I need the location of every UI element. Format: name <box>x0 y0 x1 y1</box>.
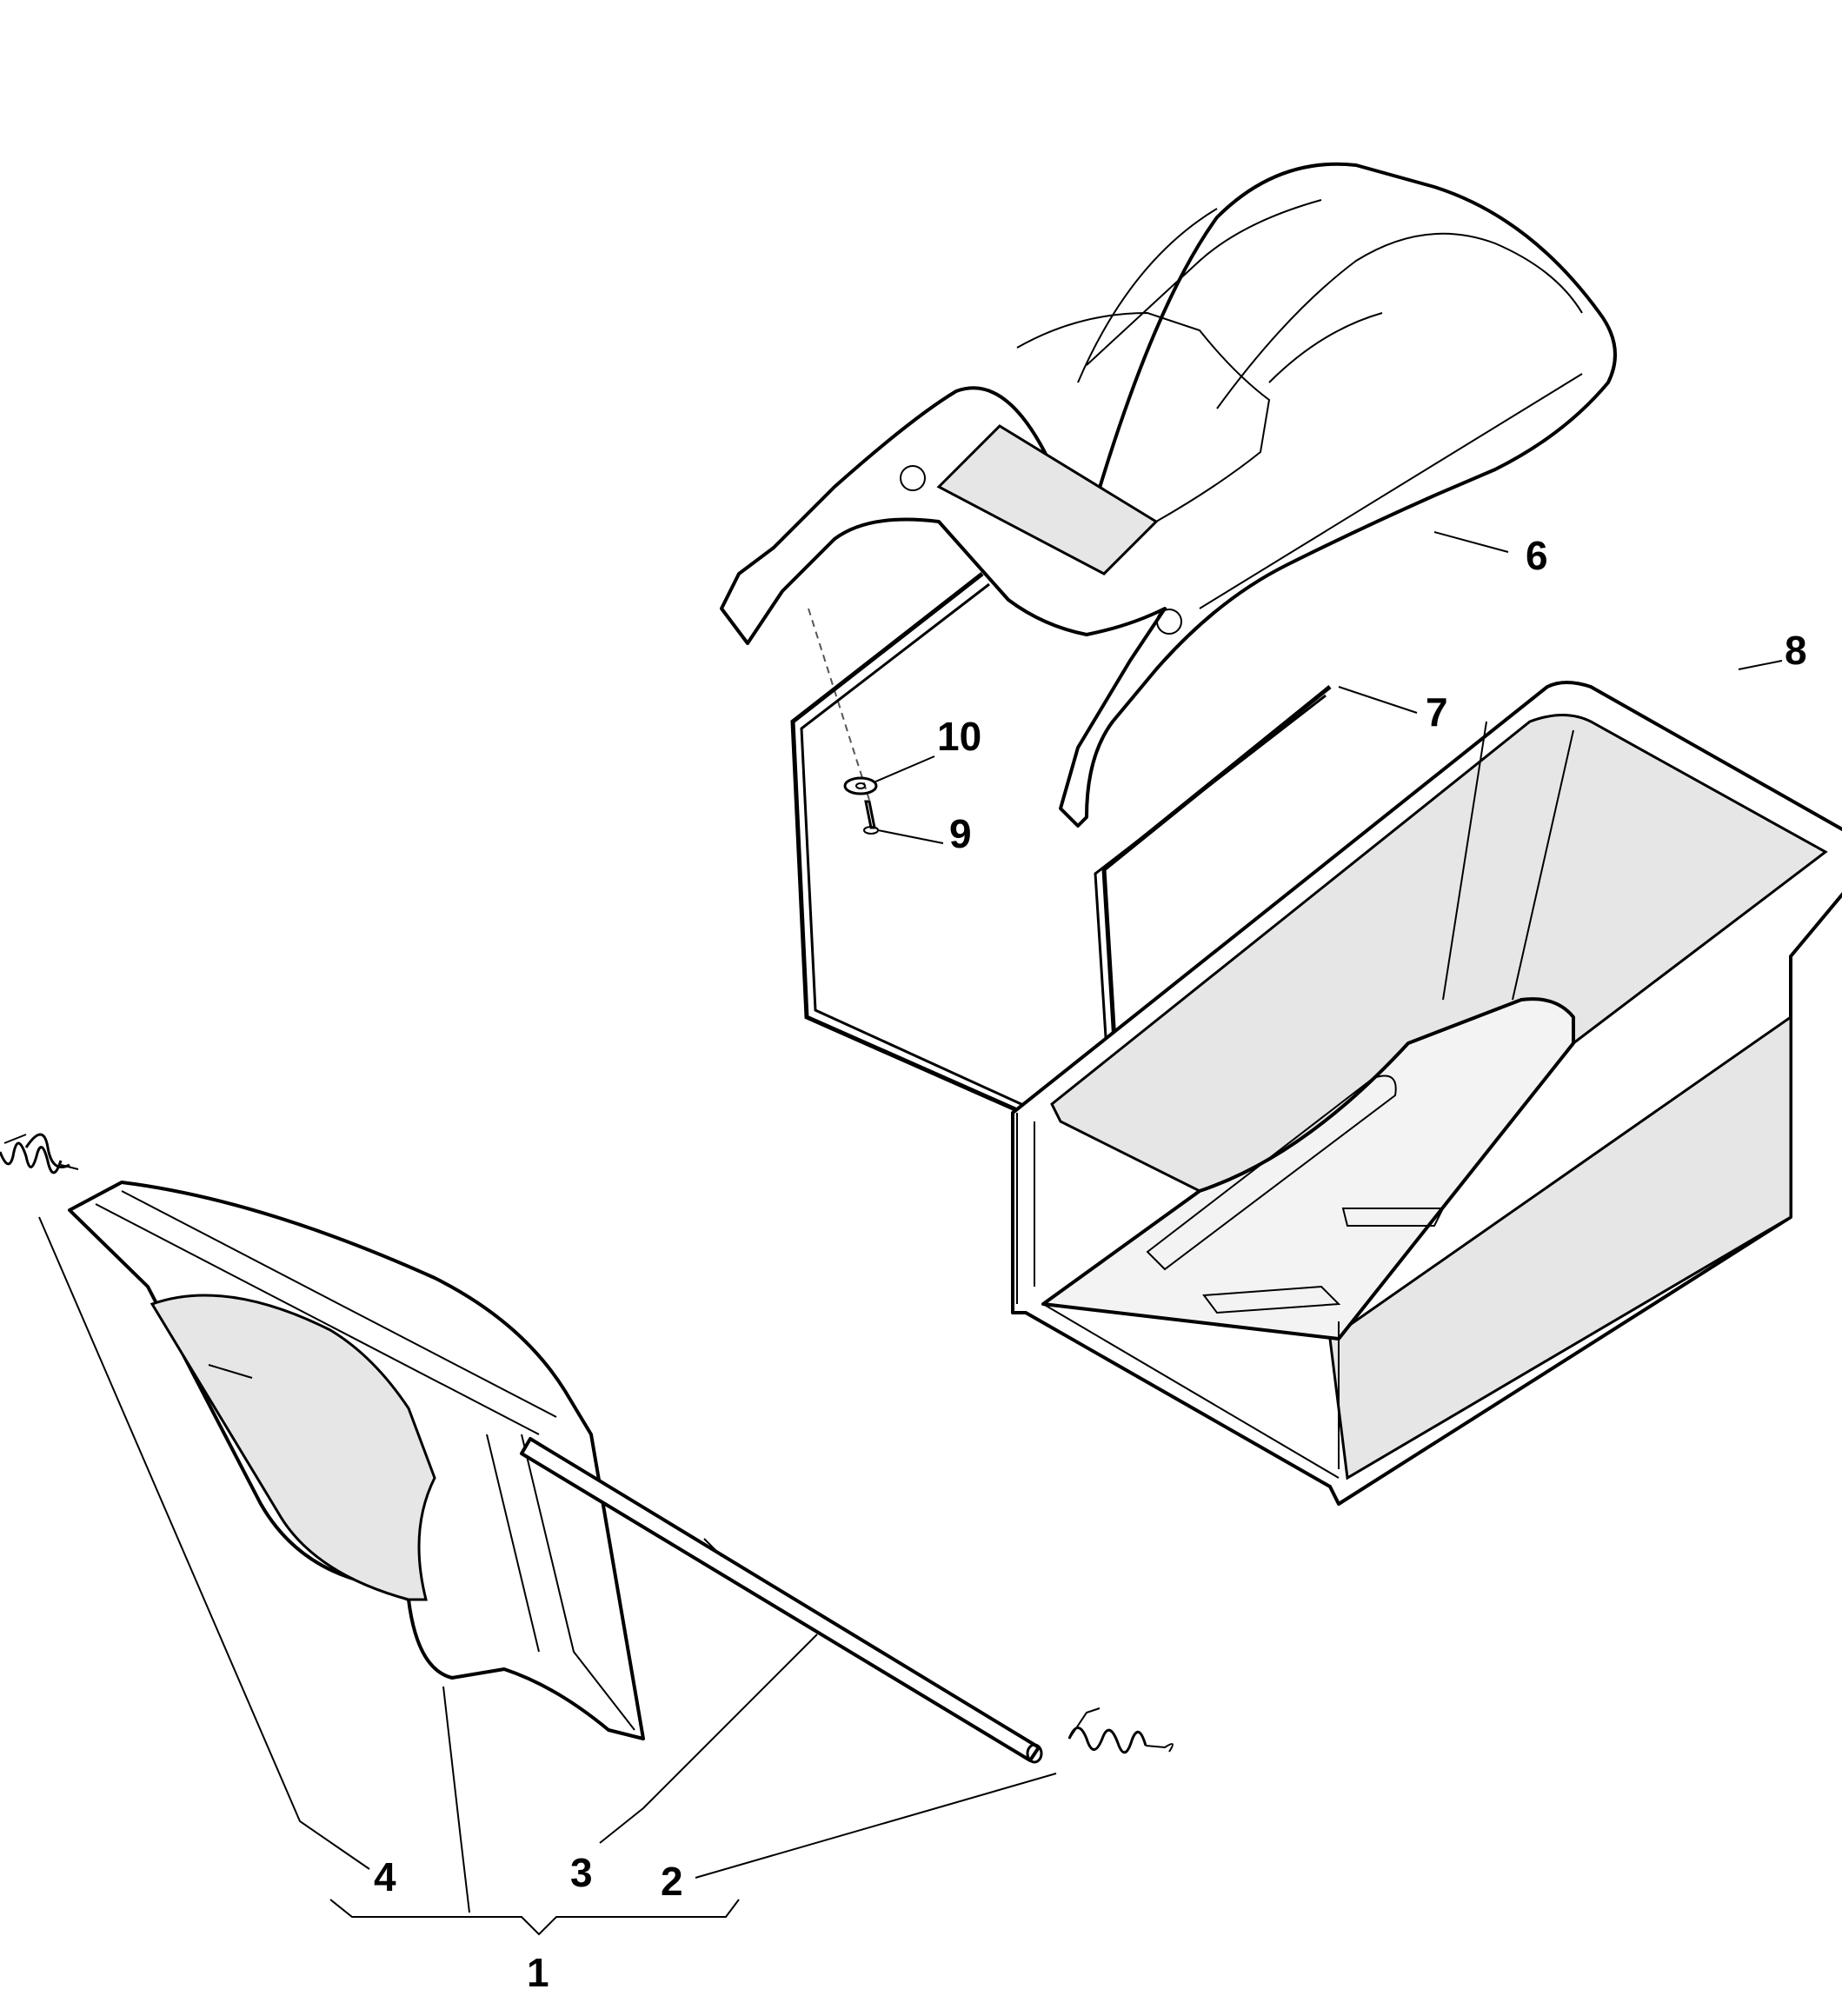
callout-4: 4 <box>374 1854 396 1900</box>
callout-2: 2 <box>661 1859 683 1904</box>
callout-10: 10 <box>937 714 981 759</box>
callout-8: 8 <box>1785 628 1807 673</box>
leader-lines <box>38 531 1783 1936</box>
rod-part-3 <box>520 1437 1043 1764</box>
screw-part-9 <box>863 800 879 835</box>
spring-left-part-2 <box>0 1133 79 1174</box>
frame-part-7 <box>790 572 1332 1160</box>
washer-part-10 <box>843 776 878 795</box>
flap-part-4 <box>68 1181 645 1740</box>
spring-right-part-2 <box>1067 1707 1174 1754</box>
callout-6: 6 <box>1526 533 1548 578</box>
callout-7: 7 <box>1426 689 1448 735</box>
callout-3: 3 <box>570 1850 593 1895</box>
basket-part-8 <box>1011 681 1842 1506</box>
callout-9: 9 <box>949 811 972 856</box>
cover-part-6 <box>720 162 1617 828</box>
callout-1: 1 <box>527 1950 549 1995</box>
callout-labels: 6 7 8 10 9 4 3 2 1 <box>374 533 1807 1995</box>
